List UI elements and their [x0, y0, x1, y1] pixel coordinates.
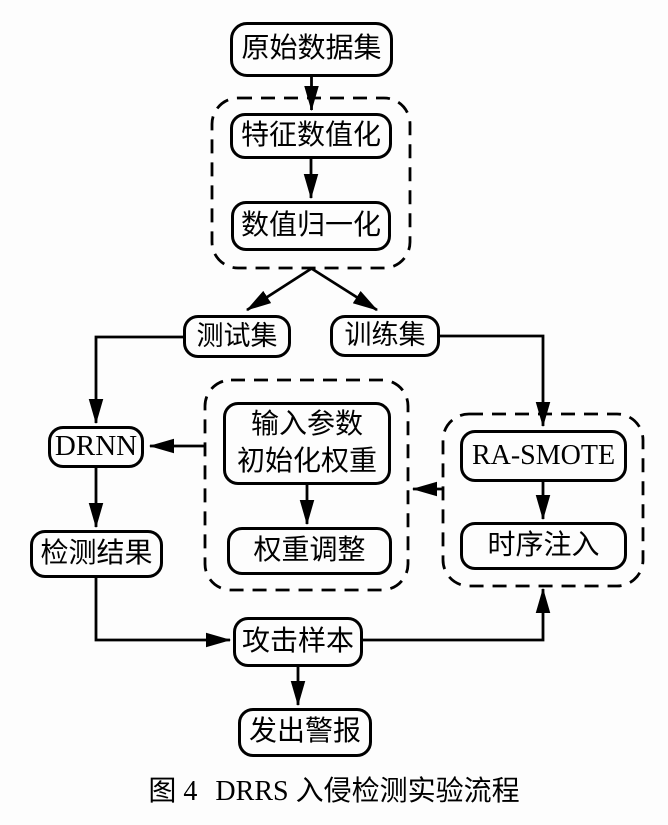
node-issue-alarm: 发出警报 — [238, 708, 372, 757]
arrow-attack-to-augmentation — [363, 587, 551, 642]
figure-caption: 图 4 DRRS 入侵检测实验流程 — [0, 769, 668, 809]
node-train-set: 训练集 — [330, 315, 440, 357]
node-weight-adjustment: 权重调整 — [227, 527, 392, 575]
node-drnn: DRNN — [48, 426, 144, 468]
node-ra-smote: RA-SMOTE — [460, 430, 627, 482]
arrow-test-to-drnn — [88, 335, 183, 425]
node-original-dataset: 原始数据集 — [230, 22, 393, 77]
node-feature-numericalization: 特征数值化 — [230, 113, 392, 159]
node-time-series-injection: 时序注入 — [460, 522, 627, 570]
node-value-normalization: 数值归一化 — [231, 201, 391, 251]
arrow-train-to-rasmote — [440, 334, 551, 428]
node-init-line2: 初始化权重 — [236, 445, 377, 477]
node-init-line1: 输入参数 — [250, 409, 363, 441]
figure-caption-text: DRRS 入侵检测实验流程 — [215, 776, 520, 807]
node-input-params-init-weights: 输入参数 初始化权重 — [223, 402, 391, 485]
arrow-result-to-attack — [94, 578, 232, 648]
arrow-preprocess-to-train — [310, 267, 378, 312]
arrow-preprocess-to-test — [246, 267, 313, 312]
node-detection-result: 检测结果 — [30, 530, 163, 578]
node-test-set: 测试集 — [183, 315, 291, 358]
node-attack-samples: 攻击样本 — [233, 617, 363, 667]
figure-caption-label: 图 4 — [148, 776, 198, 807]
